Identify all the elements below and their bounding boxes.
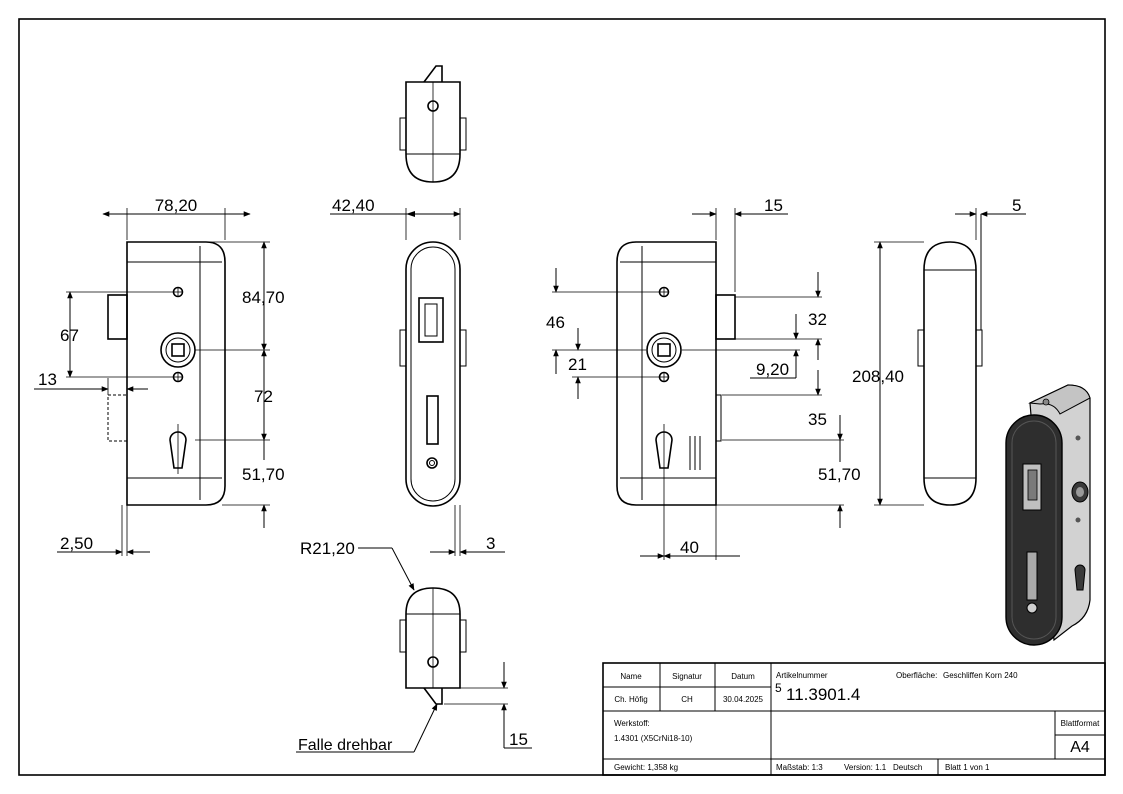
side-view [399, 241, 467, 507]
tb-sheet-format-value: A4 [1070, 739, 1090, 756]
tb-weight: Gewicht: 1,358 kg [614, 763, 678, 772]
dim-rear-9-20: 9,20 [756, 360, 789, 379]
dim-side-width: 42,40 [332, 196, 375, 215]
dim-offset-2-50: 2,50 [60, 534, 93, 553]
dim-rear-40: 40 [680, 538, 699, 557]
tb-signature-header: Signatur [672, 672, 702, 681]
dim-front-width: 78,20 [155, 196, 198, 215]
bottom-dimensions: R21,20 15 Falle drehbar [296, 539, 532, 754]
side-dimensions: 42,40 3 [330, 196, 505, 556]
dim-rear-51-70: 51,70 [818, 465, 861, 484]
dim-rear-46: 46 [546, 313, 565, 332]
dim-faceplate-thick: 3 [486, 534, 495, 553]
tb-article-number: 11.3901.4 [786, 685, 860, 704]
front-view [107, 241, 226, 506]
tb-date-value: 30.04.2025 [723, 695, 764, 704]
tb-surface-value: Geschliffen Korn 240 [943, 671, 1018, 680]
dim-cylinder-to-bottom: 51,70 [242, 465, 285, 484]
dim-overall-height: 208,40 [852, 367, 904, 386]
tb-sheet: Blatt 1 von 1 [945, 763, 990, 772]
dim-rear-15: 15 [764, 196, 783, 215]
tb-date-header: Datum [731, 672, 755, 681]
rear-dimensions: 15 46 21 32 9,20 35 51,70 40 [546, 196, 861, 560]
dim-offset-13: 13 [38, 370, 57, 389]
dim-rear-32: 32 [808, 310, 827, 329]
tb-scale: Maßstab: 1:3 [776, 763, 823, 772]
tb-name-header: Name [620, 672, 642, 681]
tb-article-prefix: 5 [775, 681, 782, 695]
title-block: Name Signatur Datum Ch. Höfig CH 30.04.2… [602, 662, 1106, 776]
dim-spindle-to-cylinder: 72 [254, 387, 273, 406]
bottom-view [399, 587, 467, 705]
edge-view [917, 214, 983, 506]
dim-radius: R21,20 [300, 539, 355, 558]
drawing-frame [18, 18, 1106, 776]
tb-signature-value: CH [681, 695, 693, 704]
edge-dimensions: 208,40 5 [852, 196, 1026, 506]
dim-screw-span: 67 [60, 326, 79, 345]
tb-name-value: Ch. Höfig [614, 695, 647, 704]
tb-sheet-format-label: Blattformat [1061, 719, 1100, 728]
tb-version: Version: 1.1 [844, 763, 887, 772]
dim-latch-15: 15 [509, 730, 528, 749]
top-view [399, 65, 467, 183]
dim-top-to-spindle: 84,70 [242, 288, 285, 307]
tb-material-label: Werkstoff: [614, 719, 650, 728]
tb-material-value: 1.4301 (X5CrNi18-10) [614, 734, 693, 743]
tb-language: Deutsch [893, 763, 922, 772]
dim-faceplate-5: 5 [1012, 196, 1021, 215]
tb-article-label: Artikelnummer [776, 671, 828, 680]
rear-view [616, 241, 736, 506]
tb-surface-label: Oberfläche: [896, 671, 937, 680]
isometric-view [1005, 384, 1091, 646]
front-dimensions: 78,20 84,70 72 51,70 67 13 2,50 [34, 196, 285, 556]
dim-rear-35: 35 [808, 410, 827, 429]
dim-rear-21: 21 [568, 355, 587, 374]
callout-falle-drehbar: Falle drehbar [298, 737, 393, 754]
